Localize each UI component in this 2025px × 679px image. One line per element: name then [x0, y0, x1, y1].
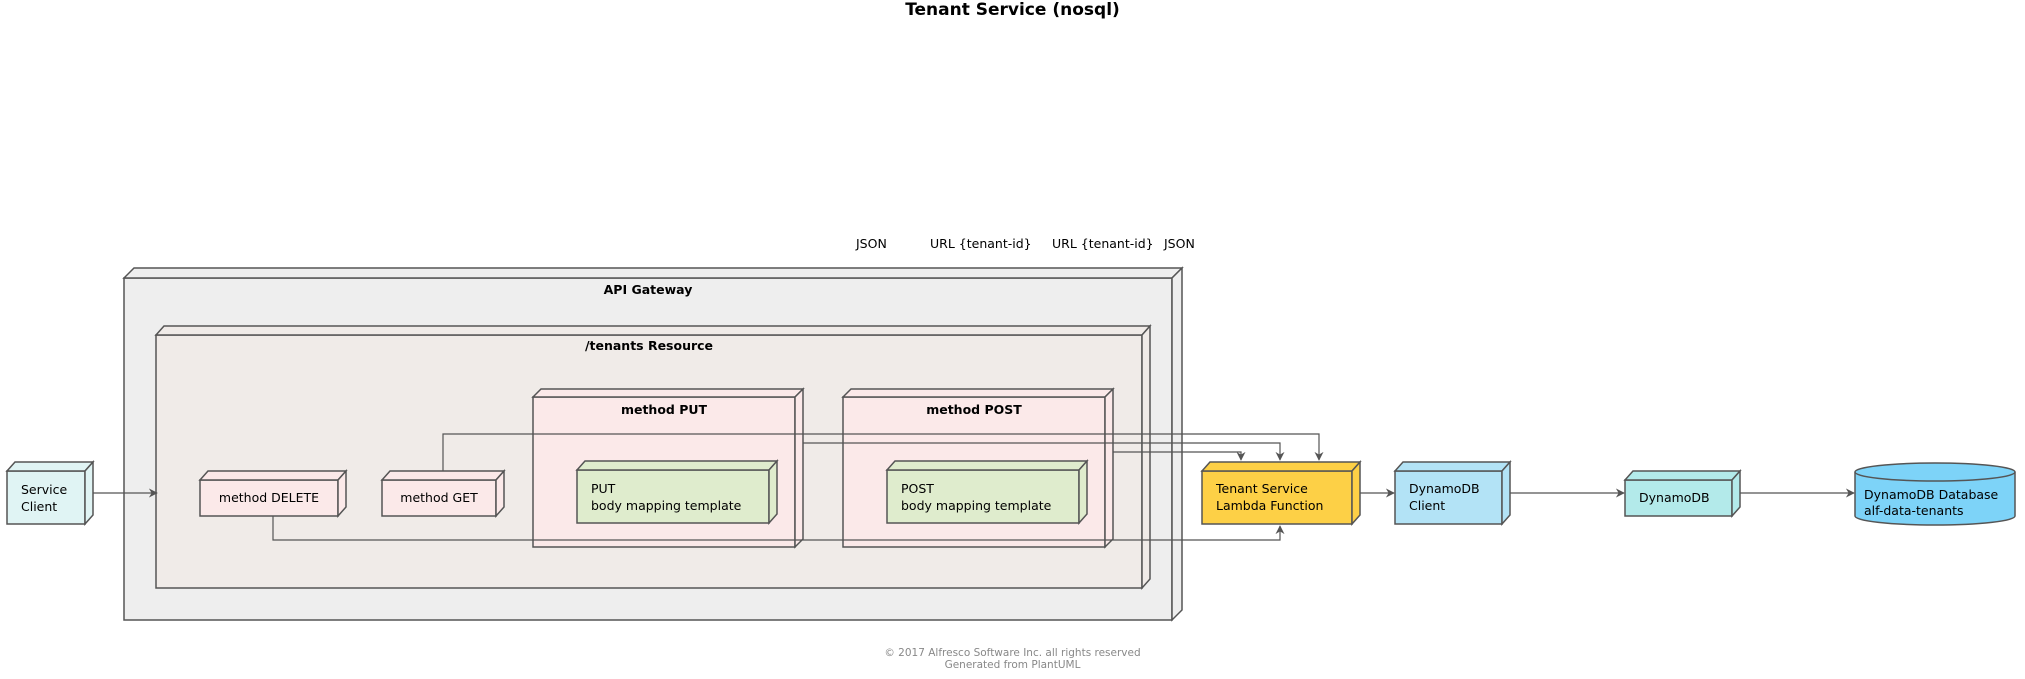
dynamodb-label: DynamoDB	[1639, 490, 1710, 505]
edge-post-to-lambda	[1113, 451, 1246, 461]
edge-label-json-2: JSON	[1164, 236, 1195, 251]
service-client-line1: Service	[21, 482, 68, 497]
edge-label-url-1: URL {tenant-id}	[930, 236, 1032, 251]
method-get-node	[380, 469, 506, 518]
post-template-line2: body mapping template	[901, 498, 1052, 513]
put-template-node	[575, 459, 779, 525]
diagram-title: Tenant Service (nosql)	[905, 0, 1120, 20]
method-put-label: method PUT	[620, 402, 708, 417]
dynamodb-database-node	[1854, 462, 2016, 526]
put-template-line1: PUT	[591, 481, 616, 496]
dynamodb-client-line1: DynamoDB	[1409, 481, 1480, 496]
lambda-line2: Lambda Function	[1216, 498, 1324, 513]
method-delete-label: method DELETE	[218, 490, 320, 505]
dynamodb-client-node	[1393, 460, 1512, 526]
dynamodb-node	[1623, 469, 1742, 518]
post-template-line1: POST	[901, 481, 934, 496]
footer-copyright: © 2017 Alfresco Software Inc. all rights…	[884, 647, 1141, 659]
edge-put-to-lambda	[803, 442, 1285, 461]
edge-label-url-2: URL {tenant-id}	[1052, 236, 1154, 251]
service-client-line2: Client	[21, 499, 58, 514]
tenants-resource-label: /tenants Resource	[584, 338, 714, 353]
database-line1: DynamoDB Database	[1864, 487, 1999, 502]
method-get-label: method GET	[400, 490, 478, 505]
post-template-node	[885, 459, 1089, 525]
method-post-label: method POST	[926, 402, 1022, 417]
dynamodb-client-line2: Client	[1409, 498, 1446, 513]
edge-get-to-lambda	[442, 433, 1324, 471]
database-line2: alf-data-tenants	[1864, 503, 1964, 518]
method-delete-node	[198, 469, 348, 518]
api-gateway-label: API Gateway	[603, 282, 693, 297]
service-client-node	[5, 460, 95, 526]
edge-label-json-1: JSON	[856, 236, 887, 251]
footer-generator: Generated from PlantUML	[944, 659, 1081, 671]
put-template-line2: body mapping template	[591, 498, 742, 513]
lambda-line1: Tenant Service	[1216, 481, 1308, 496]
lambda-function-node	[1200, 460, 1362, 526]
edge-delete-to-lambda	[272, 516, 1285, 541]
